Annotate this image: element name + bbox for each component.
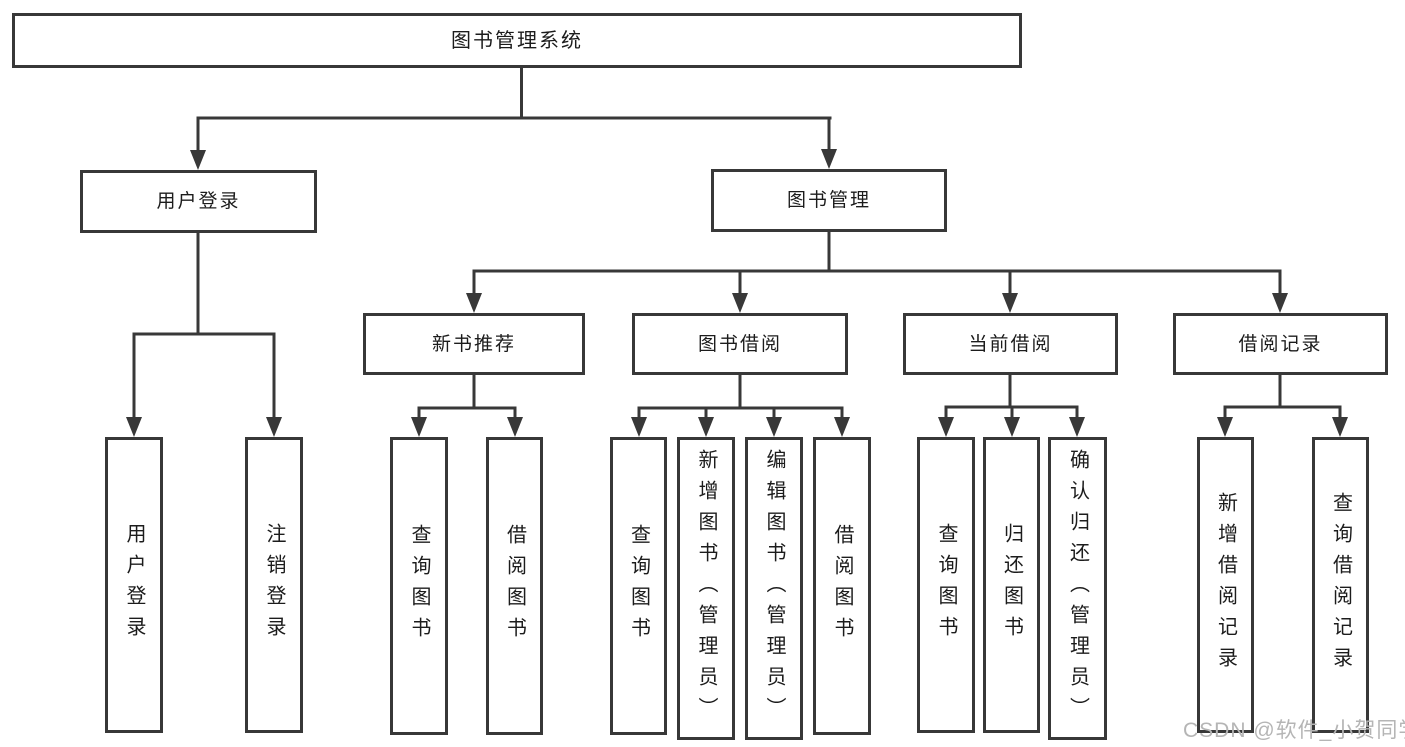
node-book-management: 图书管理 bbox=[711, 169, 947, 232]
leaf-borrow-query-books: 查询图书 bbox=[610, 437, 667, 735]
leaf-records-query-record: 查询借阅记录 bbox=[1312, 437, 1369, 733]
leaf-user-login: 用户登录 bbox=[105, 437, 163, 733]
csdn-watermark: CSDN @软件_小贺同学 bbox=[1183, 719, 1405, 742]
leaf-current-query-books: 查询图书 bbox=[917, 437, 975, 733]
node-current-borrow: 当前借阅 bbox=[903, 313, 1118, 375]
node-root-system: 图书管理系统 bbox=[12, 13, 1022, 68]
leaf-logout: 注销登录 bbox=[245, 437, 303, 733]
leaf-newbook-borrow-books: 借阅图书 bbox=[486, 437, 543, 735]
leaf-current-return-books: 归还图书 bbox=[983, 437, 1040, 733]
node-book-borrow: 图书借阅 bbox=[632, 313, 848, 375]
leaf-newbook-query-books: 查询图书 bbox=[390, 437, 448, 735]
leaf-current-confirm-return-admin: 确认归还（管理员） bbox=[1048, 437, 1107, 740]
node-borrow-records: 借阅记录 bbox=[1173, 313, 1388, 375]
leaf-borrow-edit-books-admin: 编辑图书（管理员） bbox=[745, 437, 803, 740]
leaf-records-add-record: 新增借阅记录 bbox=[1197, 437, 1254, 733]
node-new-book-recommend: 新书推荐 bbox=[363, 313, 585, 375]
arrowheads bbox=[126, 149, 1348, 437]
node-user-login: 用户登录 bbox=[80, 170, 317, 233]
leaf-borrow-borrow-books: 借阅图书 bbox=[813, 437, 871, 735]
leaf-borrow-add-books-admin: 新增图书（管理员） bbox=[677, 437, 735, 740]
